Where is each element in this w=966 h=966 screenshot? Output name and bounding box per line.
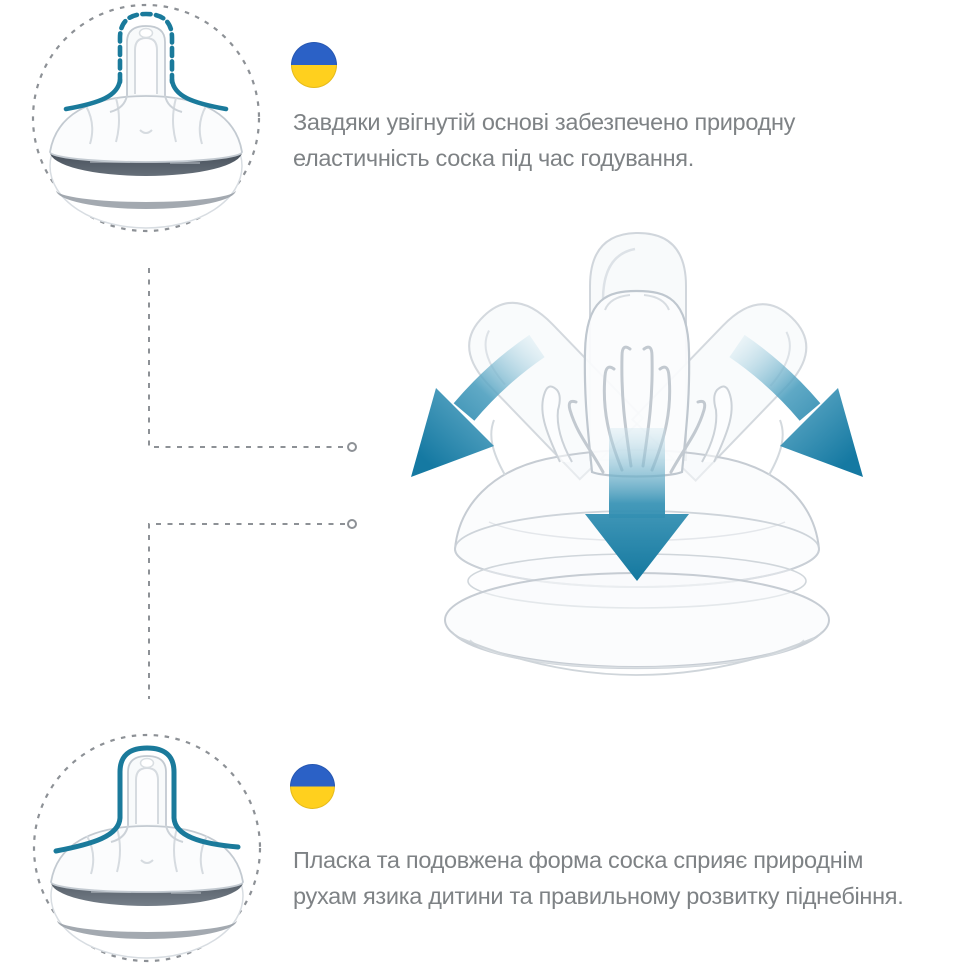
teal-outline-flare-left bbox=[63, 77, 123, 112]
teat-tip bbox=[138, 27, 154, 39]
teat-dome bbox=[50, 825, 244, 893]
feature-text-line: Пласка та подовжена форма соска сприяє п… bbox=[293, 847, 864, 873]
teat-profile-solid-outline-icon bbox=[32, 733, 262, 963]
dashed-circle-border bbox=[32, 733, 262, 963]
connector-line-bottom bbox=[148, 523, 345, 699]
teat-vignette-bottom bbox=[31, 732, 263, 964]
teat-stem-inner bbox=[134, 36, 158, 94]
stem-flare-lines bbox=[109, 94, 183, 113]
teat-gray-stripe bbox=[56, 190, 236, 209]
teat-flex-illustration bbox=[411, 231, 863, 676]
teat-stem-inner bbox=[135, 766, 159, 824]
teal-outline-solid bbox=[53, 745, 241, 854]
stem-flare-lines bbox=[110, 824, 184, 843]
teat-gray-stripe bbox=[57, 920, 237, 939]
ukraine-flag-icon bbox=[290, 764, 335, 809]
teat-profile-dashed-outline-icon bbox=[31, 3, 261, 233]
curved-arrow-down-left-icon bbox=[411, 334, 545, 477]
dashed-circle-border bbox=[31, 3, 261, 233]
connector-endpoint-ring-bottom bbox=[347, 519, 357, 529]
connector-line-top bbox=[148, 268, 345, 448]
straight-arrow-down-icon bbox=[585, 428, 689, 581]
dome-petal-lines bbox=[85, 97, 207, 145]
dome-petal-lines bbox=[86, 827, 208, 875]
feature-text-bottom: Пласка та подовжена форма соска сприяє п… bbox=[293, 843, 904, 914]
teat-dome bbox=[49, 95, 243, 163]
teat-dark-band bbox=[51, 882, 243, 906]
feature-text-line: еластичність соска під час годування. bbox=[293, 144, 694, 171]
feature-text-line: Завдяки увігнутій основі забезпечено при… bbox=[293, 109, 796, 135]
connector-endpoint-ring-top bbox=[347, 442, 357, 452]
teal-outline-flare-right bbox=[169, 77, 229, 112]
teal-outline-dashed-cap bbox=[117, 11, 175, 85]
curved-arrow-down-right-icon bbox=[729, 334, 863, 477]
teat-dark-band bbox=[50, 152, 242, 176]
feature-text-line: рухам язика дитини та правильному розвит… bbox=[293, 882, 904, 909]
teat-vignette-top bbox=[30, 2, 262, 234]
ukraine-flag-icon bbox=[291, 42, 337, 88]
teat-tip bbox=[139, 757, 155, 769]
feature-text-top: Завдяки увігнутій основі забезпечено при… bbox=[293, 105, 795, 176]
